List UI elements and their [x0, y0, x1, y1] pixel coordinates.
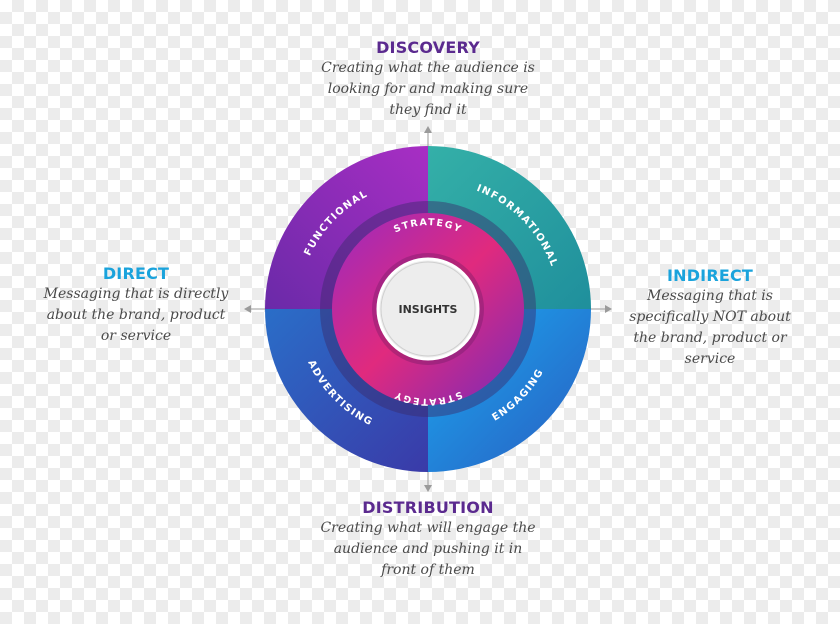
discovery-title: DISCOVERY — [376, 38, 480, 57]
discovery-line-2: looking for and making sure — [327, 81, 529, 97]
distribution-line-2: audience and pushing it in — [333, 541, 523, 557]
direct-title: DIRECT — [102, 264, 170, 283]
arrow-left — [244, 305, 251, 313]
direct-line-2: about the brand, product — [46, 307, 226, 323]
indirect-line-1: Messaging that is — [647, 288, 773, 304]
indirect-line-2: specifically NOT about — [629, 309, 791, 325]
indirect-line-3: the brand, product or — [633, 330, 787, 346]
insights-circle-inner — [380, 261, 476, 357]
arrow-up — [424, 126, 432, 133]
distribution-line-1: Creating what will engage the — [320, 520, 536, 536]
indirect-title: INDIRECT — [666, 266, 754, 285]
direct-block: DIRECT Messaging that is directly about … — [36, 264, 236, 347]
discovery-line-3: they find it — [389, 102, 467, 118]
indirect-block: INDIRECT Messaging that is specifically … — [620, 266, 800, 370]
distribution-line-3: front of them — [381, 562, 475, 578]
distribution-block: DISTRIBUTION Creating what will engage t… — [300, 498, 556, 581]
distribution-title: DISTRIBUTION — [362, 498, 494, 517]
indirect-description: Messaging that is specifically NOT about… — [620, 286, 800, 370]
direct-description: Messaging that is directly about the bra… — [36, 284, 236, 347]
indirect-line-4: service — [684, 351, 736, 367]
connector-arrows — [244, 126, 612, 492]
discovery-block: DISCOVERY Creating what the audience is … — [300, 38, 556, 121]
discovery-line-1: Creating what the audience is — [321, 60, 535, 76]
arrow-right — [605, 305, 612, 313]
insights-circle — [376, 257, 480, 361]
direct-line-1: Messaging that is directly — [43, 286, 229, 302]
insights-label: INSIGHTS — [399, 303, 458, 316]
distribution-description: Creating what will engage the audience a… — [300, 518, 556, 581]
arrow-down — [424, 485, 432, 492]
direct-line-3: or service — [100, 328, 172, 344]
discovery-description: Creating what the audience is looking fo… — [300, 58, 556, 121]
